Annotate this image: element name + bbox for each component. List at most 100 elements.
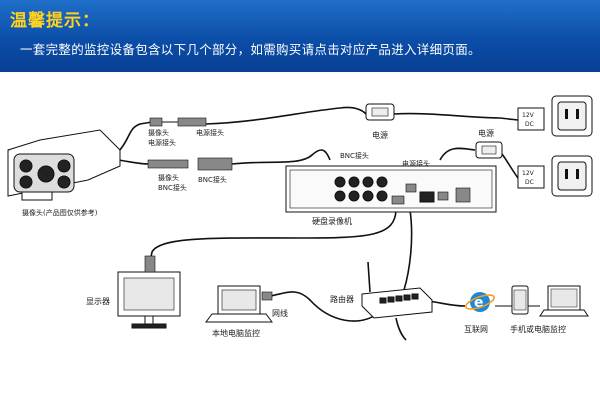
camera-hood: [7, 129, 121, 151]
camera-label: 摄像头(产品图仅供参考): [22, 208, 98, 217]
vga-plug: [144, 255, 156, 273]
ir-led-1: [19, 159, 33, 173]
ir-led-4: [57, 175, 71, 189]
label-power-2: 电源: [478, 128, 494, 138]
ie-letter: e: [474, 295, 484, 311]
label-power-plug-2: 电源接头: [196, 128, 224, 137]
display-monitor[interactable]: [117, 255, 181, 329]
bnc-plug-camera: [147, 159, 189, 169]
label-dvr: 硬盘录像机: [312, 216, 352, 226]
ir-led-3: [57, 159, 71, 173]
header-title: 温馨提示：: [10, 11, 100, 31]
socket-2-inner: [557, 161, 587, 191]
monitor-neck: [144, 315, 154, 325]
plug-plate-1: [517, 107, 545, 131]
socket-2-pin-b: [576, 169, 579, 179]
socket-1-inner: [557, 101, 587, 131]
label-bnc-port: BNC接头: [340, 151, 369, 160]
label-mobile: 手机或电脑监控: [510, 324, 566, 334]
laptop-screen: [221, 289, 257, 311]
outlet-1: 12V DC: [517, 95, 593, 137]
bnc-port-8: [376, 190, 388, 202]
label-camera-plug: 摄像头: [148, 128, 169, 137]
bnc-port-1: [334, 176, 346, 188]
ir-led-2: [19, 175, 33, 189]
vga-port: [391, 195, 405, 205]
header-subtitle: 一套完整的监控设备包含以下几个部分，如需购买请点击对应产品进入详细页面。: [20, 42, 481, 57]
power-plug-body: [177, 117, 207, 127]
monitor-screen: [123, 277, 175, 311]
power-cable-1: [205, 106, 367, 125]
bnc-port-6: [348, 190, 360, 202]
adapter-1-face: [371, 107, 389, 117]
router-port-3: [395, 295, 403, 302]
outlet-2: 12V DC: [517, 155, 593, 197]
bnc-port-7: [362, 190, 374, 202]
remote-laptop-screen: [550, 288, 578, 308]
bnc-port-5: [334, 190, 346, 202]
internet-icon[interactable]: e: [464, 292, 496, 312]
label-camera-2: 摄像头: [158, 173, 179, 182]
laptop-lan-plug: [261, 291, 273, 301]
header-banner: 温馨提示： 一套完整的监控设备包含以下几个部分，如需购买请点击对应产品进入详细页…: [0, 0, 600, 72]
label-cable: 网线: [272, 308, 288, 318]
label-bnc-connector: BNC接头: [198, 175, 227, 184]
camera-power-plug: [149, 117, 207, 127]
plate-2-dc: DC: [525, 179, 534, 186]
bnc-cable: [231, 149, 331, 165]
label-power-port: 电源接头: [402, 159, 430, 168]
laptop-keyboard: [205, 313, 273, 323]
dvr-router-cable: [403, 209, 413, 291]
router-tail-cable: [395, 317, 407, 341]
power-cable-2: [439, 147, 476, 161]
lan-port: [405, 183, 417, 193]
vga-cable: [149, 209, 397, 263]
bullet-camera[interactable]: [7, 129, 121, 201]
router-antenna: [367, 261, 371, 293]
monitor-base: [131, 323, 167, 329]
router-port-2: [387, 296, 395, 303]
phone-screen: [513, 289, 527, 311]
dc-power-port: [419, 191, 435, 203]
plug-plate-2: [517, 165, 545, 189]
remote-laptop[interactable]: [539, 285, 589, 317]
label-monitor: 显示器: [86, 297, 110, 306]
label-power-1: 电源: [372, 130, 388, 140]
socket-1-pin-b: [576, 109, 579, 119]
plate-1-voltage: 12V: [522, 112, 535, 119]
adapter-2-face: [481, 145, 497, 155]
bnc-plug-dvr: [197, 157, 233, 171]
plate-1-dc: DC: [525, 121, 534, 128]
socket-1-pin-a: [565, 109, 568, 119]
power-adapter-1[interactable]: [365, 103, 395, 121]
dvr-recorder[interactable]: [285, 165, 497, 213]
socket-2-pin-a: [565, 169, 568, 179]
bnc-port-2: [348, 176, 360, 188]
remote-laptop-keyboard: [539, 309, 589, 317]
label-internet: 互联网: [464, 325, 488, 334]
mobile-phone[interactable]: [511, 285, 529, 315]
bnc-port-4: [376, 176, 388, 188]
router-port-1: [379, 297, 387, 304]
label-local-pc: 本地电脑监控: [212, 328, 260, 338]
router-port-4: [403, 294, 411, 301]
router-laptop-cable: [269, 291, 381, 322]
ie-globe: [470, 292, 490, 312]
power-cable-1b: [393, 112, 519, 121]
camera-lens: [37, 165, 55, 183]
label-router: 路由器: [330, 294, 354, 304]
rear-switch: [455, 187, 471, 203]
bnc-port-3: [362, 176, 374, 188]
label-camera-bnc: BNC接头: [158, 183, 187, 192]
label-power-plug: 电源接头: [148, 138, 176, 147]
camera-cable-upper: [117, 121, 153, 153]
camera-cable-lower: [117, 159, 149, 165]
bnc-connectors: [147, 157, 233, 171]
power-adapter-2[interactable]: [475, 141, 503, 159]
router[interactable]: [361, 261, 433, 319]
usb-port: [437, 191, 449, 201]
power-cable-2b: [501, 153, 519, 179]
local-laptop[interactable]: [205, 285, 273, 323]
